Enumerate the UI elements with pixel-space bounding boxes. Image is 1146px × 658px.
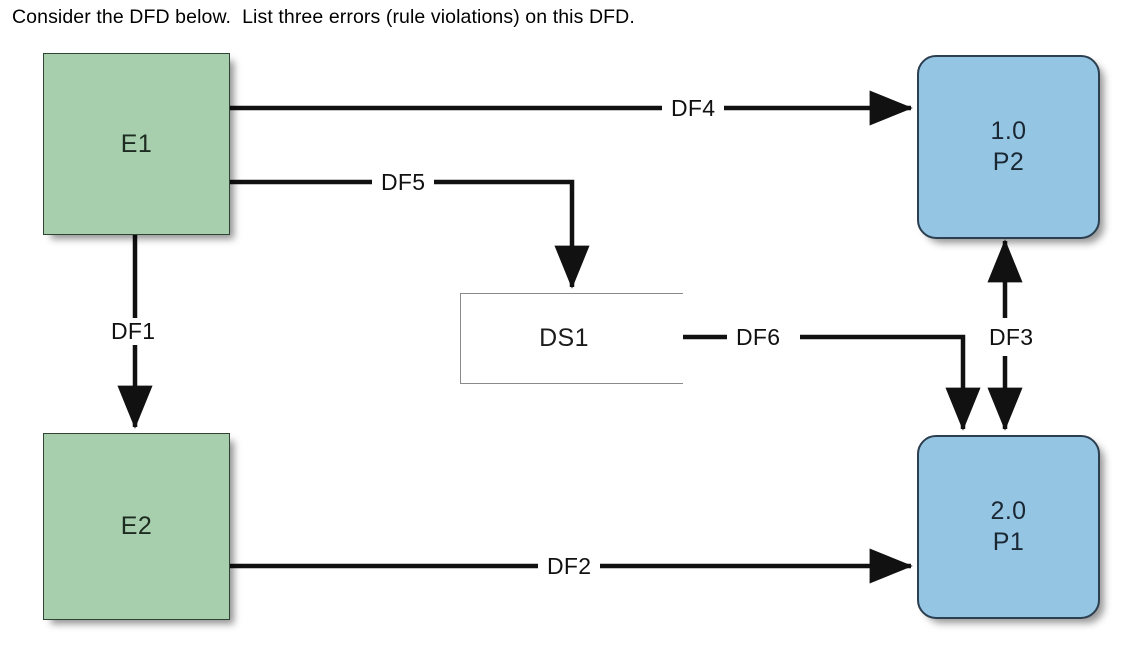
flow-label-df3: DF3 (980, 324, 1043, 351)
flow-label-df2: DF2 (538, 553, 601, 580)
entity-e2-label: E2 (120, 512, 153, 540)
question-prompt: Consider the DFD below. List three error… (12, 6, 635, 28)
flow-label-df6: DF6 (727, 324, 790, 351)
flow-label-df1: DF1 (102, 318, 165, 345)
process-p1[interactable]: 2.0 P1 (917, 435, 1100, 619)
process-p2-name: P2 (992, 148, 1025, 176)
entity-e2[interactable]: E2 (43, 433, 230, 620)
datastore-ds1-label: DS1 (539, 324, 589, 352)
entity-e1[interactable]: E1 (43, 53, 230, 235)
datastore-ds1[interactable]: DS1 (460, 293, 683, 384)
entity-e1-label: E1 (120, 129, 153, 158)
flow-label-df4: DF4 (662, 95, 725, 122)
process-p2-number: 1.0 (990, 117, 1027, 145)
process-p1-name: P1 (992, 528, 1025, 556)
flow-label-df5: DF5 (372, 169, 435, 196)
flow-line-df5 (228, 179, 590, 289)
process-p1-number: 2.0 (990, 497, 1027, 525)
flow-line-df6 (682, 334, 981, 431)
process-p2[interactable]: 1.0 P2 (917, 55, 1100, 239)
